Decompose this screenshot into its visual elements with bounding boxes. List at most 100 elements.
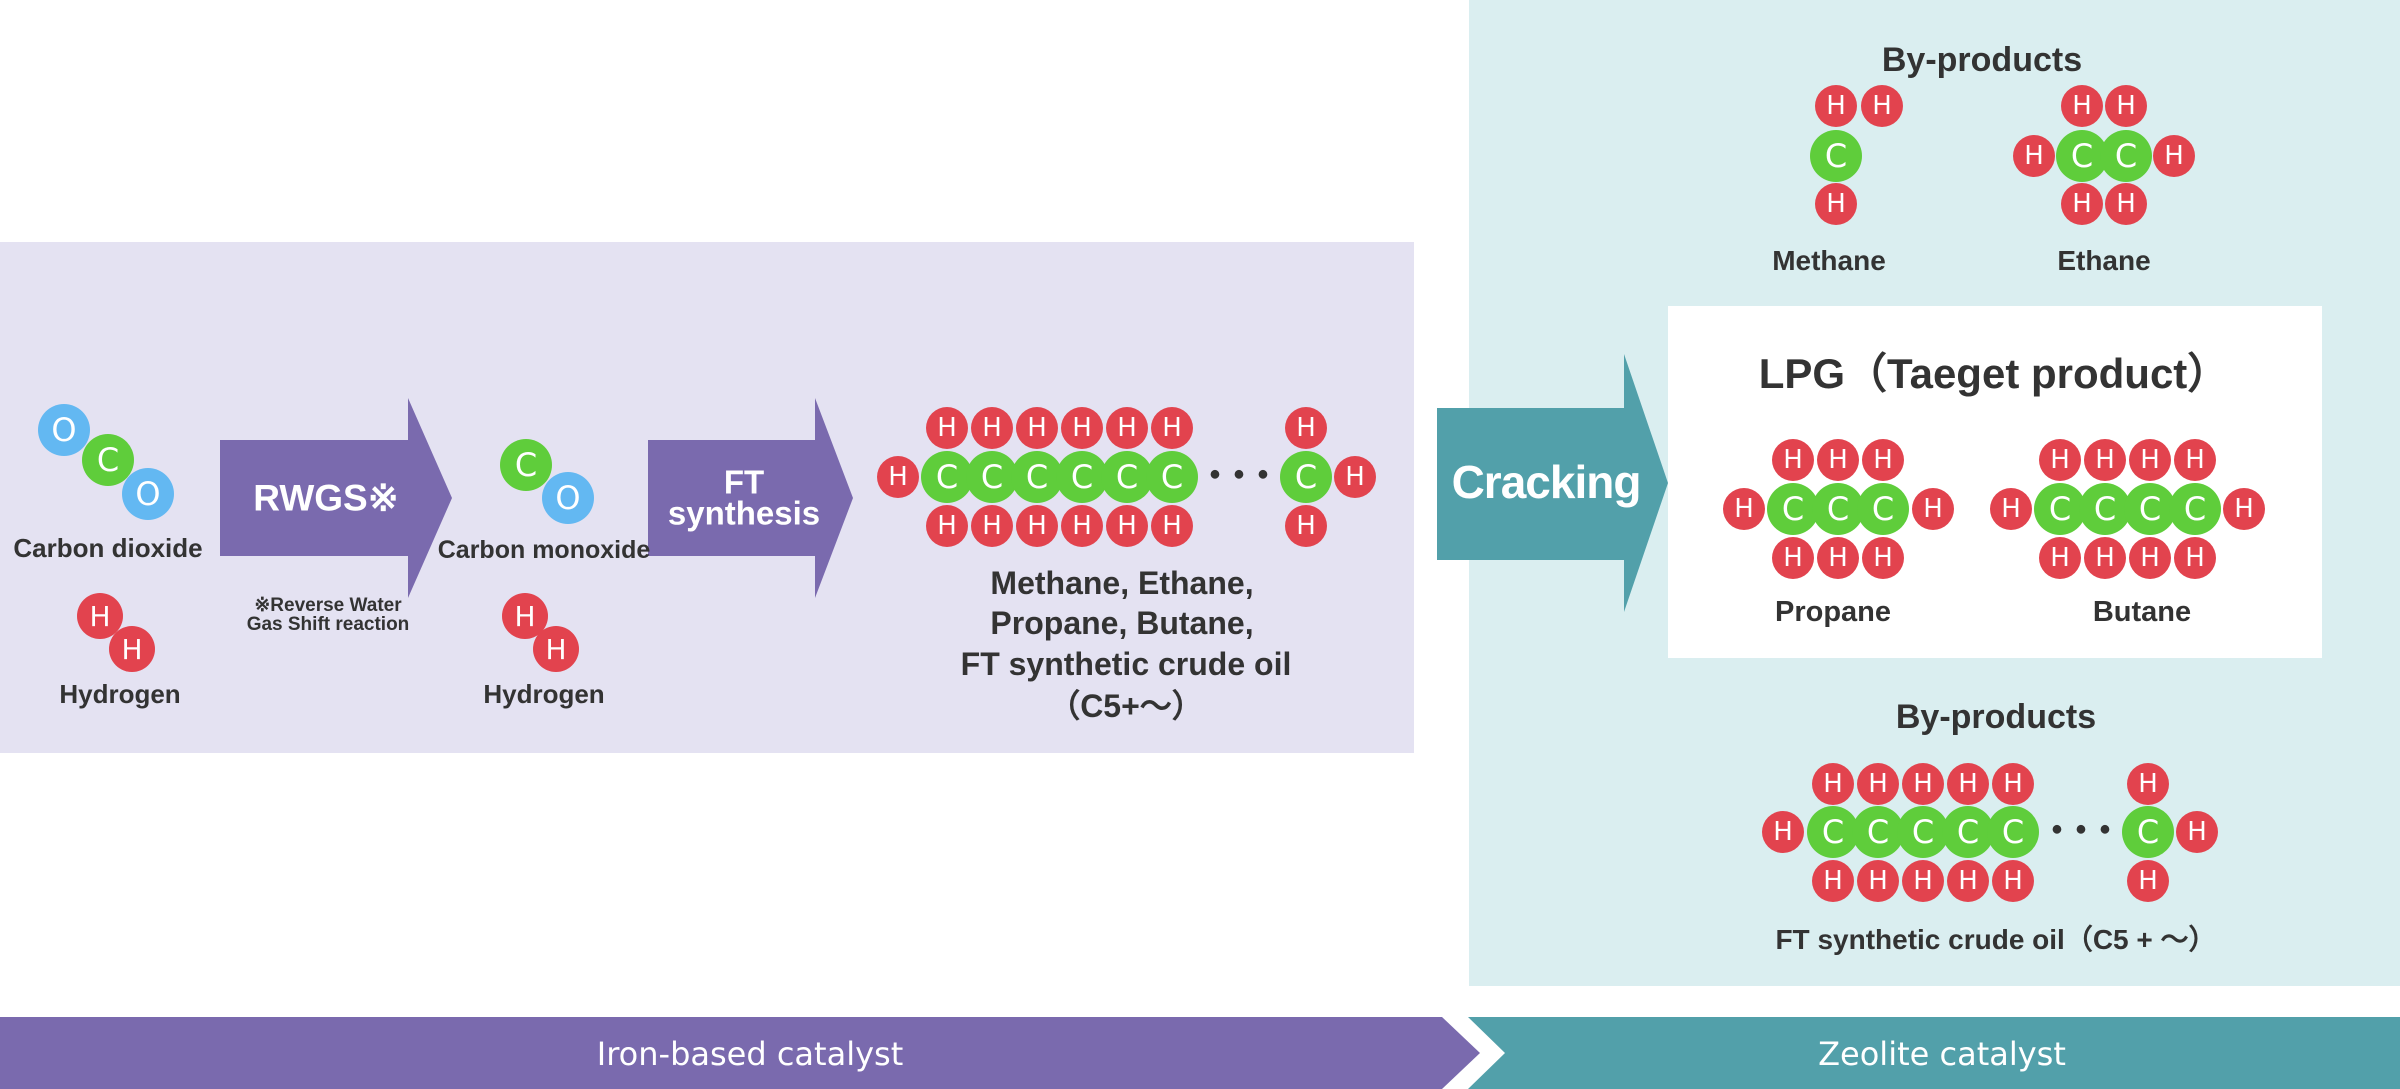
ft-synthesis-line2: synthesis	[667, 495, 821, 532]
hydrogen-atom: H	[971, 505, 1013, 547]
hydrogen-atom: H	[1812, 860, 1854, 902]
hydrogen-atom: H	[1016, 505, 1058, 547]
hydrogen-atom: H	[1723, 488, 1765, 530]
hydrogen-atom: H	[2129, 537, 2171, 579]
carbon-atom: C	[1101, 451, 1153, 503]
carbon-atom: C	[2124, 483, 2176, 535]
lpg-target-box	[1668, 306, 2322, 658]
oxygen-atom: O	[542, 472, 594, 524]
hydrogen-atom: H	[1817, 537, 1859, 579]
hydrogen-atom: H	[1772, 537, 1814, 579]
rwgs-note-line1: ※Reverse Water	[254, 595, 402, 616]
oxygen-atom: O	[38, 404, 90, 456]
carbon-atom: C	[2034, 483, 2086, 535]
carbon-atom: C	[1011, 451, 1063, 503]
carbon-atom: C	[1810, 130, 1862, 182]
hydrogen-atom: H	[1861, 85, 1903, 127]
byproducts-bottom-heading: By-products	[1895, 698, 2097, 736]
hydrogen-atom: H	[1151, 407, 1193, 449]
carbon-atom: C	[500, 439, 552, 491]
hydrogen-atom: H	[1992, 763, 2034, 805]
carbon-atom: C	[1897, 806, 1949, 858]
hydrogen-atom: H	[1815, 183, 1857, 225]
hydrogen-atom: H	[2084, 537, 2126, 579]
hydrogen-atom: H	[1815, 85, 1857, 127]
hydrogen-atom: H	[1857, 763, 1899, 805]
hydrogen-atom: H	[2223, 488, 2265, 530]
zeolite-catalyst-bar	[1468, 1017, 2400, 1089]
carbon-atom: C	[2079, 483, 2131, 535]
zeolite-catalyst-label: Zeolite catalyst	[1818, 1035, 2066, 1073]
ft-synthesis-arrow	[648, 398, 853, 598]
rwgs-note-line2: Gas Shift reaction	[246, 614, 410, 635]
propane-label: Propane	[1774, 596, 1892, 628]
ft-synthesis-label: FT synthesis	[667, 463, 821, 532]
carbon-atom: C	[1807, 806, 1859, 858]
products-line3: FT synthetic crude oil	[960, 646, 1292, 682]
ft-synthesis-line1: FT	[723, 463, 765, 501]
hydrogen-atom: H	[1912, 488, 1954, 530]
hydrogen-atom: H	[1016, 407, 1058, 449]
hydrogen-atom: H	[926, 505, 968, 547]
hydrogen-atom: H	[2129, 439, 2171, 481]
hydrogen-atom: H	[1902, 860, 1944, 902]
carbon-atom: C	[2122, 806, 2174, 858]
carbon-atom: C	[1056, 451, 1108, 503]
hydrogen-atom: H	[2039, 439, 2081, 481]
crude-oil-label: FT synthetic crude oil（C5 + ～）	[1775, 924, 2217, 955]
hydrogen-atom: H	[1334, 456, 1376, 498]
butane-label: Butane	[2092, 596, 2192, 628]
products-line4: （C5+～）	[1048, 688, 1204, 724]
hydrogen-atom: H	[1151, 505, 1193, 547]
hydrogen-atom: H	[971, 407, 1013, 449]
ethane-label: Ethane	[2057, 245, 2151, 276]
hydrogen-atom: H	[533, 626, 579, 672]
hydrogen-atom: H	[2176, 811, 2218, 853]
hydrogen-atom: H	[1285, 407, 1327, 449]
methane-label: Methane	[1772, 245, 1886, 276]
hydrogen-atom: H	[1862, 537, 1904, 579]
carbon-atom: C	[1812, 483, 1864, 535]
hydrogen-atom: H	[1772, 439, 1814, 481]
hydrogen-atom: H	[1862, 439, 1904, 481]
hydrogen-atom: H	[1061, 505, 1103, 547]
chain-ellipsis: ･･･	[2046, 807, 2118, 856]
hydrogen-atom: H	[2061, 183, 2103, 225]
hydrogen-atom: H	[2039, 537, 2081, 579]
carbon-atom: C	[82, 434, 134, 486]
hydrogen-atom: H	[1812, 763, 1854, 805]
hydrogen-atom: H	[2105, 183, 2147, 225]
hydrogen-atom: H	[1947, 763, 1989, 805]
hydrogen-atom: H	[2105, 85, 2147, 127]
hydrogen-atom: H	[1992, 860, 2034, 902]
rwgs-label: RWGS※	[253, 477, 399, 519]
hydrogen-atom: H	[2153, 135, 2195, 177]
hydrogen-atom: H	[926, 407, 968, 449]
carbon-atom: C	[1987, 806, 2039, 858]
products-line1: Methane, Ethane,	[990, 565, 1254, 601]
carbon-atom: C	[1942, 806, 1994, 858]
hydrogen-atom: H	[1061, 407, 1103, 449]
hydrogen-atom: H	[2061, 85, 2103, 127]
hydrogen-atom: H	[2174, 537, 2216, 579]
carbon-atom: C	[1146, 451, 1198, 503]
products-line2: Propane, Butane,	[990, 605, 1254, 641]
hydrogen-label: Hydrogen	[483, 679, 605, 709]
carbon-atom: C	[966, 451, 1018, 503]
carbon-atom: C	[2056, 130, 2108, 182]
hydrogen-atom: H	[1285, 505, 1327, 547]
carbon-atom: C	[1767, 483, 1819, 535]
hydrogen-atom: H	[1106, 505, 1148, 547]
chain-ellipsis: ･･･	[1204, 452, 1276, 501]
cracking-label: Cracking	[1451, 456, 1642, 509]
hydrogen-atom: H	[2084, 439, 2126, 481]
byproducts-top-heading: By-products	[1881, 41, 2083, 79]
iron-catalyst-label: Iron-based catalyst	[596, 1035, 904, 1073]
hydrogen-atom: H	[1762, 811, 1804, 853]
hydrogen-atom: H	[1902, 763, 1944, 805]
hydrogen-atom: H	[2127, 763, 2169, 805]
hydrogen-atom: H	[2174, 439, 2216, 481]
carbon-atom: C	[921, 451, 973, 503]
rwgs-arrow	[220, 398, 452, 598]
